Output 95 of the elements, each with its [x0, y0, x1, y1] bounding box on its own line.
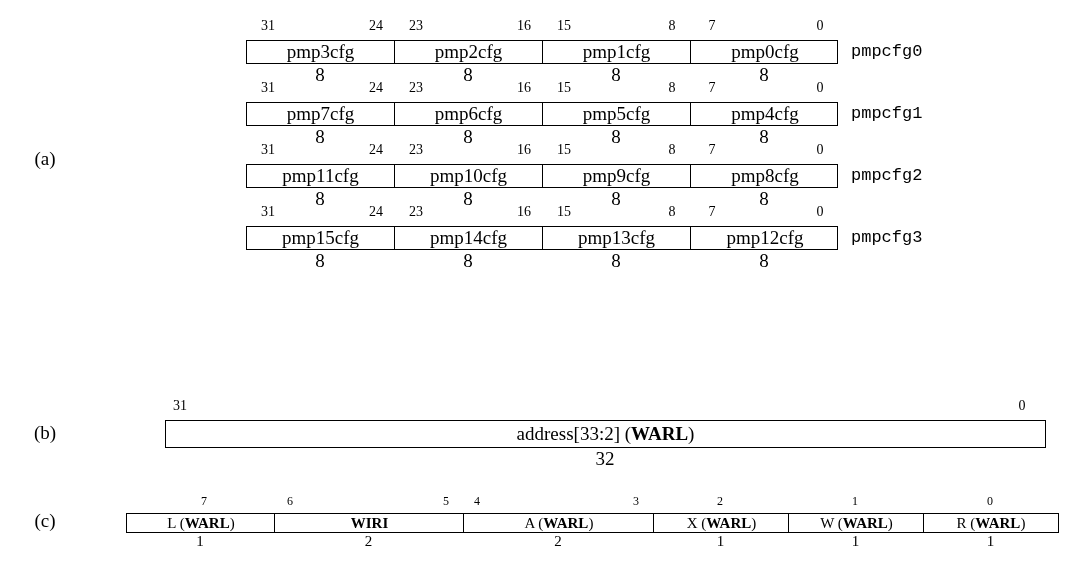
- bit-number: 0: [1018, 398, 1026, 414]
- bit-width: 8: [315, 250, 325, 272]
- bit-width: 8: [463, 126, 473, 148]
- bit-number: 7: [708, 204, 716, 220]
- bit-number: 24: [369, 204, 383, 220]
- bit-field: pmp8cfg: [691, 165, 839, 187]
- bit-width: 8: [759, 250, 769, 272]
- bit-number: 16: [517, 80, 531, 96]
- bit-width: 2: [554, 533, 562, 550]
- bit-width: 8: [611, 250, 621, 272]
- bit-number: 24: [369, 18, 383, 34]
- bit-field: pmp6cfg: [395, 103, 543, 125]
- bit-number: 0: [816, 18, 824, 34]
- bit-field: L (WARL): [126, 513, 275, 533]
- bit-number: 24: [369, 80, 383, 96]
- bit-field: A (WARL): [463, 513, 654, 533]
- register-name: pmpcfg0: [851, 42, 923, 61]
- bit-number: 31: [261, 80, 275, 96]
- bit-field: X (WARL): [653, 513, 789, 533]
- register-name: pmpcfg3: [851, 228, 923, 247]
- bit-width: 2: [364, 533, 373, 550]
- bit-number: 8: [668, 204, 676, 220]
- bit-width: 1: [196, 533, 204, 550]
- bit-number: 15: [557, 204, 571, 220]
- bit-width: 8: [759, 64, 769, 86]
- register-name: pmpcfg1: [851, 104, 923, 123]
- bit-field: R (WARL): [923, 513, 1059, 533]
- bit-number: 16: [517, 18, 531, 34]
- bit-number: 8: [668, 18, 676, 34]
- bit-number: 15: [557, 142, 571, 158]
- bit-number: 31: [261, 204, 275, 220]
- bit-number: 15: [557, 18, 571, 34]
- bit-number: 7: [708, 18, 716, 34]
- bit-width: 32: [595, 448, 615, 470]
- bit-field: pmp12cfg: [691, 227, 839, 249]
- bit-number: 8: [668, 80, 676, 96]
- bit-width: 8: [611, 126, 621, 148]
- bit-width: 8: [315, 188, 325, 210]
- bit-number: 16: [517, 204, 531, 220]
- bit-number: 23: [409, 204, 423, 220]
- bit-number: 0: [816, 80, 824, 96]
- bit-number: 23: [409, 80, 423, 96]
- bit-width: 8: [611, 64, 621, 86]
- bit-width: 1: [851, 533, 860, 550]
- bit-field: pmp5cfg: [543, 103, 691, 125]
- bit-number: 16: [517, 142, 531, 158]
- bit-number: 5: [443, 494, 449, 509]
- bit-number: 24: [369, 142, 383, 158]
- bit-width: 8: [759, 188, 769, 210]
- bit-number: 8: [668, 142, 676, 158]
- bit-number: 2: [717, 494, 723, 509]
- bit-number: 7: [201, 494, 207, 509]
- bit-width: 8: [463, 64, 473, 86]
- register-name: pmpcfg2: [851, 166, 923, 185]
- bit-width: 8: [611, 188, 621, 210]
- bit-field: pmp13cfg: [543, 227, 691, 249]
- bit-width: 8: [315, 126, 325, 148]
- bit-field: pmp15cfg: [247, 227, 395, 249]
- bit-width: 8: [463, 188, 473, 210]
- bit-field: pmp4cfg: [691, 103, 839, 125]
- bit-field: pmp11cfg: [247, 165, 395, 187]
- panel-label: (a): [34, 148, 56, 170]
- bit-number: 3: [633, 494, 639, 509]
- bit-width: 1: [716, 533, 725, 550]
- bit-field: pmp0cfg: [691, 41, 839, 63]
- bit-number: 23: [409, 142, 423, 158]
- bit-field: WIRI: [274, 513, 464, 533]
- bit-width: 8: [463, 250, 473, 272]
- panel-label: (c): [34, 510, 56, 532]
- bit-number: 7: [708, 142, 716, 158]
- bit-number: 0: [816, 142, 824, 158]
- bit-field: pmp9cfg: [543, 165, 691, 187]
- bit-number: 31: [261, 18, 275, 34]
- bit-width: 8: [315, 64, 325, 86]
- bit-number: 6: [287, 494, 293, 509]
- bit-number: 31: [173, 398, 187, 414]
- bit-number: 15: [557, 80, 571, 96]
- bit-number: 0: [816, 204, 824, 220]
- bit-field: pmp3cfg: [247, 41, 395, 63]
- bit-number: 0: [987, 494, 993, 509]
- bit-field: pmp7cfg: [247, 103, 395, 125]
- bit-number: 4: [474, 494, 480, 509]
- bit-field: pmp1cfg: [543, 41, 691, 63]
- panel-label: (b): [33, 422, 57, 444]
- bit-field: W (WARL): [788, 513, 924, 533]
- bit-number: 1: [852, 494, 858, 509]
- bit-width: 8: [759, 126, 769, 148]
- bit-number: 31: [261, 142, 275, 158]
- bit-number: 7: [708, 80, 716, 96]
- bit-width: 1: [986, 533, 995, 550]
- bit-field: pmp2cfg: [395, 41, 543, 63]
- bit-field: pmp10cfg: [395, 165, 543, 187]
- bit-field: pmp14cfg: [395, 227, 543, 249]
- bit-number: 23: [409, 18, 423, 34]
- bit-field: address[33:2] (WARL): [165, 420, 1046, 448]
